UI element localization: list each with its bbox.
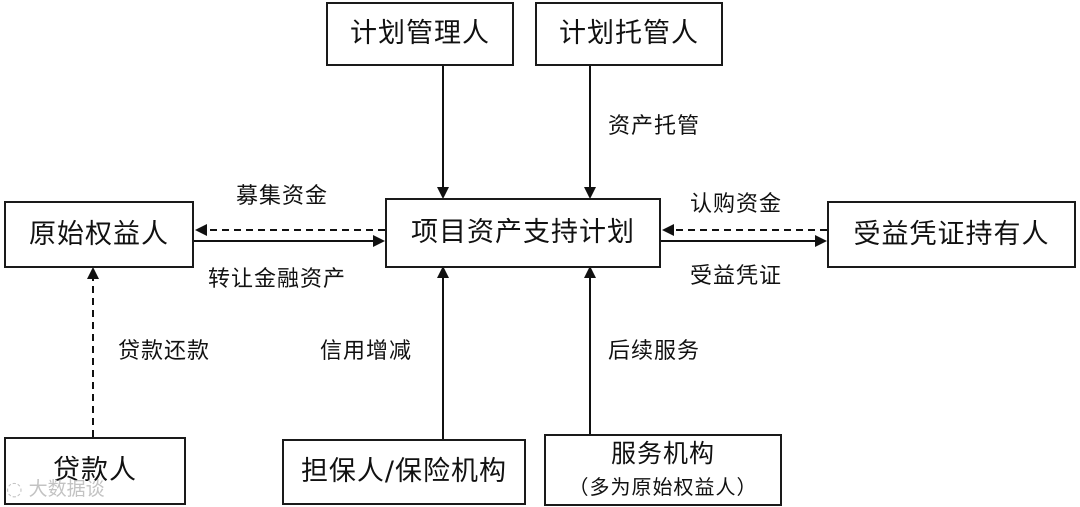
node-servicer-note: （多为原始权益人） bbox=[568, 474, 758, 499]
node-plan-custodian-label: 计划托管人 bbox=[559, 18, 699, 50]
label-loan-repayment: 贷款还款 bbox=[118, 339, 211, 364]
node-guarantor-insurer-label: 担保人/保险机构 bbox=[300, 456, 508, 488]
node-certificate-holder: 受益凭证持有人 bbox=[827, 201, 1076, 268]
watermark-icon: ◌ bbox=[6, 478, 23, 500]
watermark: ◌ 大数据谈 bbox=[6, 474, 105, 501]
label-credit-enhancement: 信用增减 bbox=[320, 339, 413, 364]
label-transfer-assets: 转让金融资产 bbox=[208, 267, 347, 292]
node-servicer-label: 服务机构 bbox=[610, 439, 715, 469]
node-originator: 原始权益人 bbox=[4, 201, 194, 268]
label-subscribe-funds: 认购资金 bbox=[690, 192, 783, 217]
node-servicer: 服务机构 （多为原始权益人） bbox=[544, 434, 782, 506]
node-originator-label: 原始权益人 bbox=[29, 218, 169, 250]
watermark-text: 大数据谈 bbox=[28, 478, 105, 500]
node-asset-support-plan-label: 项目资产支持计划 bbox=[411, 217, 635, 249]
node-certificate-holder-label: 受益凭证持有人 bbox=[853, 218, 1050, 250]
node-borrower: 贷款人 bbox=[4, 437, 186, 505]
node-borrower-label: 贷款人 bbox=[53, 455, 137, 487]
node-plan-manager: 计划管理人 bbox=[326, 2, 514, 66]
node-guarantor-insurer: 担保人/保险机构 bbox=[282, 439, 526, 505]
label-follow-up-service: 后续服务 bbox=[608, 339, 701, 364]
label-beneficiary-cert: 受益凭证 bbox=[690, 264, 783, 289]
node-plan-custodian: 计划托管人 bbox=[535, 2, 723, 66]
node-asset-support-plan: 项目资产支持计划 bbox=[385, 198, 661, 268]
label-raise-funds: 募集资金 bbox=[236, 184, 329, 209]
label-asset-custody: 资产托管 bbox=[608, 114, 701, 139]
node-plan-manager-label: 计划管理人 bbox=[350, 18, 490, 50]
